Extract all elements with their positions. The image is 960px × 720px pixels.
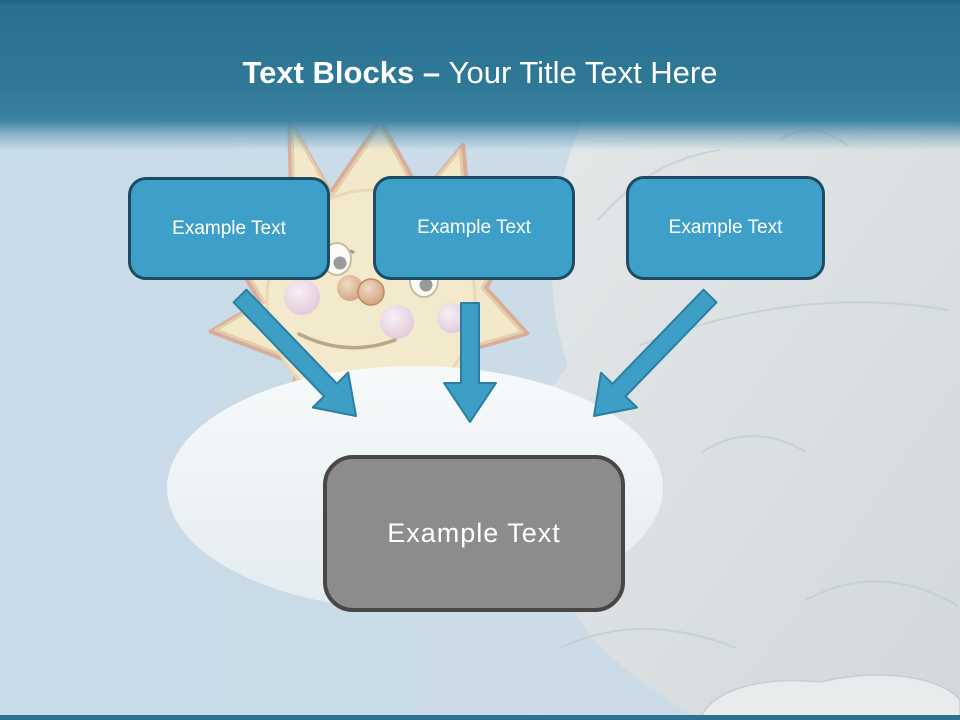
arrow-diagonal-down-left-icon[interactable]	[593, 288, 718, 417]
footer-band	[0, 715, 960, 720]
text-block-3[interactable]: Example Text	[626, 176, 825, 280]
text-block-3-label: Example Text	[668, 217, 783, 238]
star-spot	[284, 279, 320, 315]
title-band: Text Blocks – Your Title Text Here	[0, 0, 960, 150]
slide-title[interactable]: Text Blocks – Your Title Text Here	[0, 54, 960, 92]
arrow-down-icon[interactable]	[443, 302, 497, 423]
star-mouth	[297, 332, 397, 350]
title-emphasis-text: Text Blocks	[242, 55, 415, 90]
text-block-2-label: Example Text	[417, 217, 531, 238]
star-spot	[337, 275, 363, 301]
title-dash: –	[414, 55, 449, 90]
gray-cloud-puff	[699, 674, 960, 720]
star-pupil-right	[419, 278, 433, 292]
text-block-1[interactable]: Example Text	[128, 177, 330, 280]
title-rest-text: Your Title Text Here	[448, 55, 718, 90]
star-spot	[380, 305, 414, 339]
result-box-label: Example Text	[387, 518, 561, 548]
result-box[interactable]: Example Text	[323, 455, 625, 612]
star-spot	[437, 303, 467, 333]
star-nose	[357, 278, 385, 306]
text-block-2[interactable]: Example Text	[373, 176, 575, 280]
arrow-diagonal-down-right-icon[interactable]	[232, 288, 357, 417]
text-block-1-label: Example Text	[172, 217, 286, 239]
star-pupil-left	[333, 256, 347, 270]
